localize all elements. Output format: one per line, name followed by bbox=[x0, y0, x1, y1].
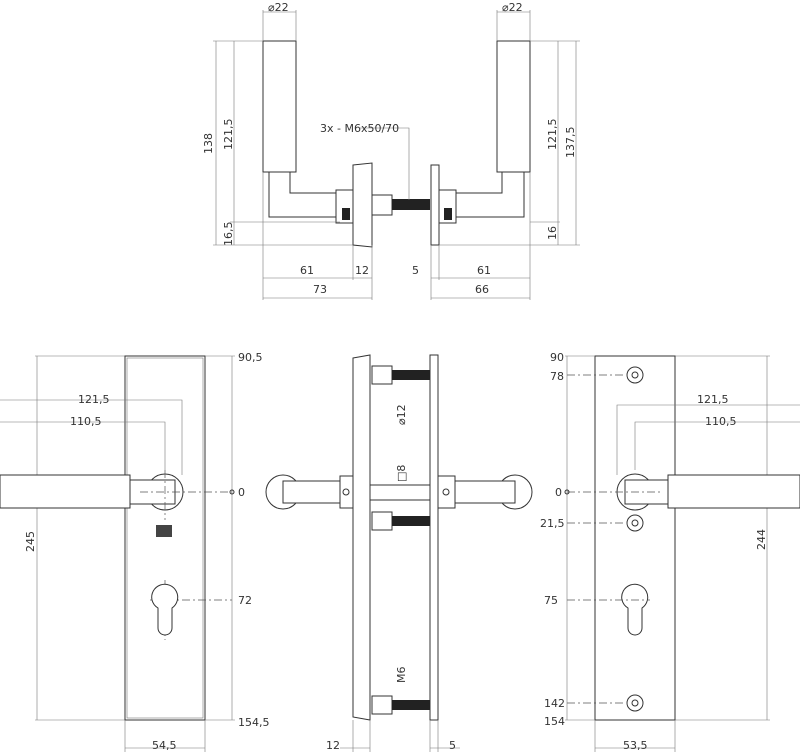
dim-diameter-left: ⌀22 bbox=[268, 1, 289, 14]
side-spindle bbox=[369, 484, 431, 501]
dim-projection-outer: 121,5 bbox=[697, 393, 729, 406]
dim-plate-left: 12 bbox=[326, 739, 340, 752]
side-left-collar bbox=[339, 475, 354, 509]
dim-spindle-diameter: ⌀12 bbox=[395, 404, 408, 425]
screw-label: 3x - M6x50/70 bbox=[320, 122, 399, 135]
dim-plate-height: 244 bbox=[755, 529, 768, 550]
screw-holes bbox=[626, 366, 644, 712]
dimension-lines bbox=[262, 10, 531, 41]
dim-height-left-grip: 121,5 bbox=[222, 119, 235, 151]
side-left-grub-screw bbox=[342, 488, 350, 496]
top-view: ⌀22 ⌀22 138 121,5 16,5 121,5 137,5 16 61… bbox=[202, 1, 580, 300]
dimension-lines bbox=[0, 355, 235, 752]
side-plate-left bbox=[352, 354, 371, 721]
dim-top: 90,5 bbox=[238, 351, 263, 364]
side-plate-right bbox=[429, 354, 439, 721]
left-lever bbox=[0, 474, 131, 509]
right-grub-screw bbox=[444, 208, 452, 220]
dimension-lines bbox=[675, 355, 770, 721]
dim-cylinder: 75 bbox=[544, 594, 558, 607]
dim-offset-left: 16,5 bbox=[222, 222, 235, 247]
dim-plate-width: 53,5 bbox=[623, 739, 648, 752]
side-right-collar bbox=[437, 475, 456, 509]
left-rose bbox=[352, 162, 373, 248]
origin-marker bbox=[564, 489, 570, 495]
dim-height-right-grip: 121,5 bbox=[546, 119, 559, 151]
side-right-lever bbox=[454, 480, 516, 504]
dim-total-right: 66 bbox=[475, 283, 489, 296]
dimension-lines bbox=[340, 720, 460, 752]
right-handle-grip bbox=[496, 40, 531, 173]
dim-rose-left: 12 bbox=[355, 264, 369, 277]
dim-rose-right: 5 bbox=[412, 264, 419, 277]
right-lever bbox=[667, 474, 800, 509]
side-left-lever bbox=[282, 480, 341, 504]
dimension-lines bbox=[565, 355, 800, 752]
dim-plate-width: 54,5 bbox=[152, 739, 177, 752]
dim-spindle-square: □8 bbox=[395, 465, 408, 482]
dim-thread: M6 bbox=[395, 667, 408, 684]
screws bbox=[371, 365, 430, 715]
origin-marker bbox=[229, 489, 235, 495]
left-cylinder-hole bbox=[151, 583, 179, 636]
side-right-grub-screw bbox=[442, 488, 450, 496]
screw-leader-line bbox=[360, 127, 410, 200]
dim-screw-mid: 21,5 bbox=[540, 517, 565, 530]
dim-reach-left: 61 bbox=[300, 264, 314, 277]
dim-height-left-total: 138 bbox=[202, 133, 215, 154]
dim-projection-outer: 121,5 bbox=[78, 393, 110, 406]
dim-bottom: 154,5 bbox=[238, 716, 270, 729]
dim-top: 90 bbox=[550, 351, 564, 364]
dim-screw-top: 78 bbox=[550, 370, 564, 383]
right-rose bbox=[430, 164, 440, 246]
dimension-lines bbox=[213, 40, 580, 246]
dim-projection-inner: 110,5 bbox=[705, 415, 737, 428]
dimension-lines bbox=[262, 172, 531, 300]
threaded-screw bbox=[392, 199, 430, 210]
dim-plate-height: 245 bbox=[24, 531, 37, 552]
dim-diameter-right: ⌀22 bbox=[502, 1, 523, 14]
front-view-right: 90 78 0 21,5 75 142 154 121,5 110,5 244 … bbox=[540, 351, 800, 752]
dim-screw-bottom: 142 bbox=[544, 697, 565, 710]
left-handle-grip bbox=[262, 40, 297, 173]
front-view-left: 90,5 0 72 154,5 121,5 110,5 245 54,5 bbox=[0, 351, 270, 752]
left-handle-arm bbox=[268, 172, 340, 218]
dim-projection-inner: 110,5 bbox=[70, 415, 102, 428]
right-cylinder-hole bbox=[621, 583, 649, 636]
dim-offset-right: 16 bbox=[546, 226, 559, 240]
left-backplate bbox=[124, 355, 206, 721]
left-grub-screw bbox=[342, 208, 350, 220]
center-lines bbox=[567, 374, 660, 704]
dim-center: 0 bbox=[238, 486, 245, 499]
skg-logo bbox=[156, 525, 172, 537]
dim-height-right-total: 137,5 bbox=[564, 127, 577, 159]
left-backplate-inner-edge bbox=[126, 357, 204, 719]
dim-cylinder: 72 bbox=[238, 594, 252, 607]
spindle bbox=[371, 194, 393, 216]
dim-center: 0 bbox=[555, 486, 562, 499]
dim-reach-right: 61 bbox=[477, 264, 491, 277]
side-view: ⌀12 □8 M6 12 5 bbox=[265, 354, 533, 752]
dimension-lines bbox=[35, 355, 125, 721]
dim-plate-right: 5 bbox=[449, 739, 456, 752]
right-backplate bbox=[594, 355, 676, 721]
right-handle-arm bbox=[456, 172, 525, 218]
dim-total-left: 73 bbox=[313, 283, 327, 296]
dim-bottom: 154 bbox=[544, 715, 565, 728]
